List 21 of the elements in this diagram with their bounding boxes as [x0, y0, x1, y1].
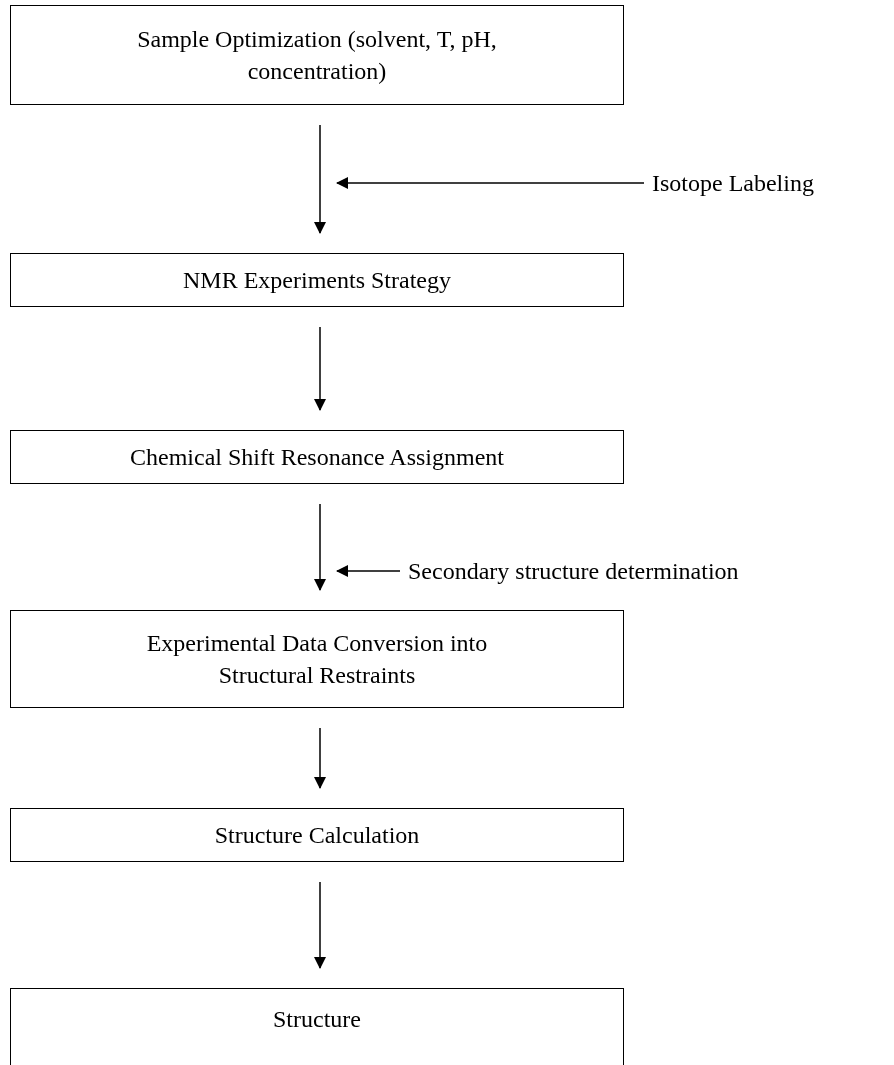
step-label: Experimental Data Conversion into Structural Restraints [145, 628, 489, 690]
process-box [10, 5, 624, 105]
arrow [314, 881, 326, 969]
step-label: Chemical Shift Resonance Assignment [129, 442, 505, 472]
process-box [10, 610, 624, 708]
arrow [336, 565, 401, 577]
annotation-label: Isotope Labeling [652, 168, 814, 198]
step-label: NMR Experiments Strategy [182, 265, 452, 295]
arrow [314, 727, 326, 789]
arrow [314, 124, 326, 234]
arrow [314, 326, 326, 411]
step-label: Sample Optimization (solvent, T, pH, concentration) [136, 24, 498, 86]
process-box [10, 253, 624, 307]
arrow [314, 503, 326, 591]
process-box [10, 430, 624, 484]
arrow [336, 177, 645, 189]
process-box [10, 988, 624, 1065]
step-label: Structure [272, 1005, 362, 1034]
process-box [10, 808, 624, 862]
step-label: Structure Calculation [213, 820, 421, 850]
annotation-label: Secondary structure determination [408, 556, 739, 586]
